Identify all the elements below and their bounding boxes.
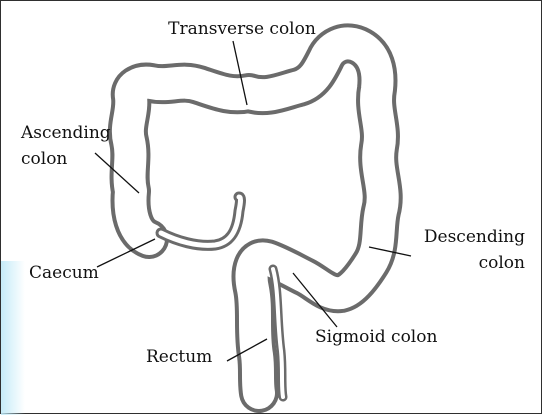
decorative-glow bbox=[1, 261, 25, 415]
label-ascending-colon-line2: colon bbox=[21, 149, 67, 169]
label-descending-colon-line1: Descending bbox=[401, 227, 525, 247]
label-transverse-colon: Transverse colon bbox=[153, 19, 331, 39]
label-ascending-colon-line1: Ascending bbox=[21, 123, 111, 143]
label-sigmoid-colon: Sigmoid colon bbox=[315, 327, 437, 347]
label-descending-colon-line2: colon bbox=[401, 253, 525, 273]
appendix bbox=[161, 197, 241, 245]
label-rectum: Rectum bbox=[146, 347, 212, 367]
label-caecum: Caecum bbox=[29, 263, 99, 283]
